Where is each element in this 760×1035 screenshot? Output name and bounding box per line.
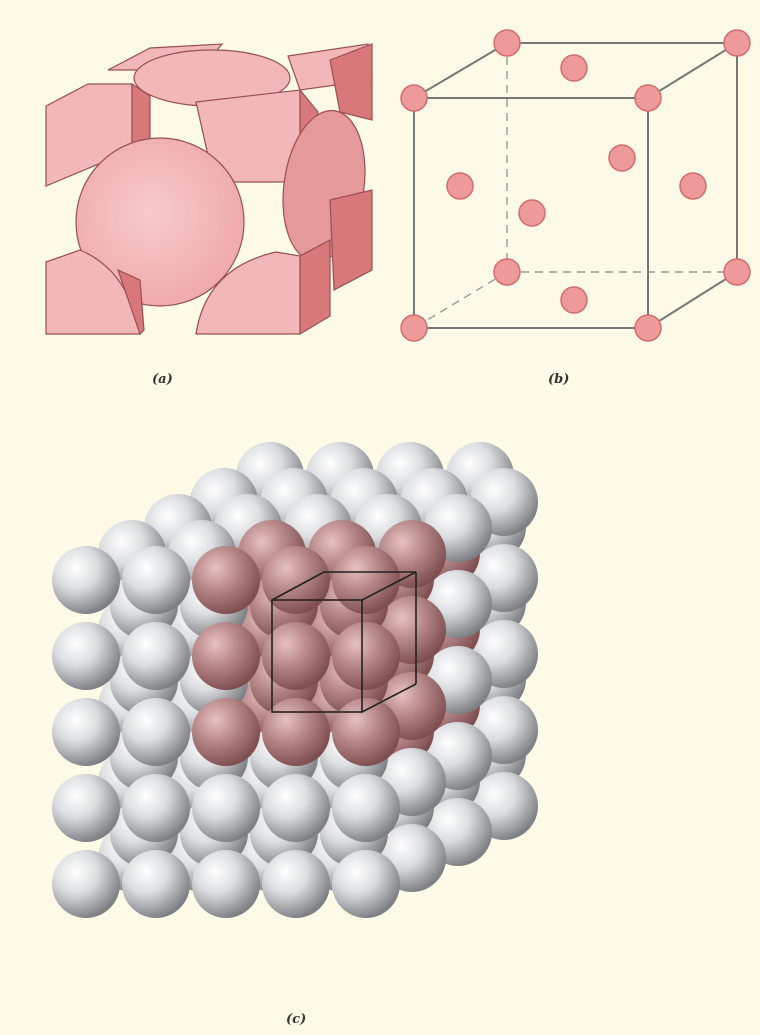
panel-b-graphic (400, 29, 751, 342)
atom-sphere (52, 850, 120, 918)
unit-cell-atom-sphere (332, 622, 400, 690)
unit-cell-atom-sphere (332, 546, 400, 614)
atom-sphere (122, 774, 190, 842)
panel-c-unit-cell-outline (271, 571, 417, 713)
atom-sphere (122, 622, 190, 690)
unit-cell-atom-sphere (192, 698, 260, 766)
panel-a-graphic (45, 43, 373, 336)
atom-sphere (52, 546, 120, 614)
atom-sphere (262, 850, 330, 918)
atom-sphere (122, 546, 190, 614)
unit-cell-atom-sphere (262, 622, 330, 690)
atom-sphere (52, 774, 120, 842)
atom-sphere (332, 850, 400, 918)
unit-cell-atom-sphere (192, 546, 260, 614)
unit-cell-atom-sphere (192, 622, 260, 690)
unit-cell-atom-sphere (262, 698, 330, 766)
unit-cell-atom-sphere (332, 698, 400, 766)
atom-sphere (332, 774, 400, 842)
atom-sphere (122, 850, 190, 918)
atom-sphere (192, 774, 260, 842)
panel-a-label: (a) (152, 372, 173, 387)
panel-c-graphic (52, 442, 538, 918)
atom-sphere (52, 698, 120, 766)
atom-sphere (122, 698, 190, 766)
atom-sphere (52, 622, 120, 690)
panel-b-label: (b) (548, 372, 570, 387)
atom-sphere (192, 850, 260, 918)
atom-sphere (262, 774, 330, 842)
panel-c-label: (c) (286, 1012, 307, 1027)
